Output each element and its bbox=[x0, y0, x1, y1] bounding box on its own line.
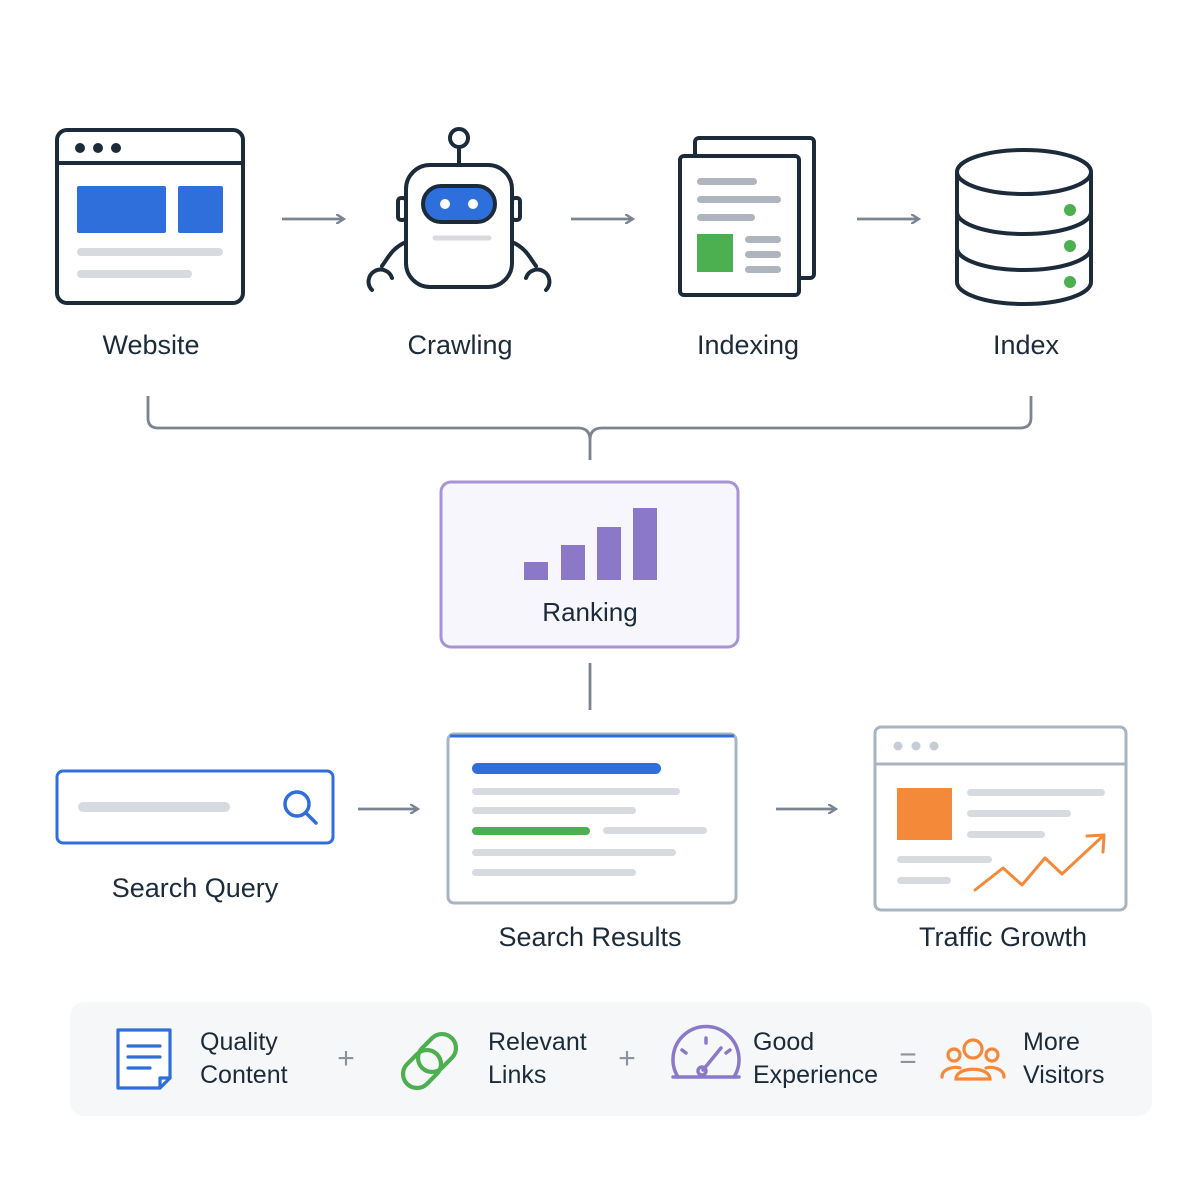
label-ranking: Ranking bbox=[542, 597, 638, 627]
plus-operator-2: + bbox=[618, 1042, 636, 1075]
equals-operator: = bbox=[899, 1042, 917, 1075]
label-crawling: Crawling bbox=[407, 330, 513, 360]
plus-operator-1: + bbox=[337, 1042, 355, 1075]
database-icon bbox=[955, 148, 1093, 306]
label-indexing: Indexing bbox=[696, 330, 800, 360]
document-icon bbox=[116, 1028, 172, 1090]
bar-chart-icon bbox=[524, 508, 657, 580]
label-search-query: Search Query bbox=[111, 873, 279, 903]
bracket-connector bbox=[146, 396, 1033, 460]
factor-more-visitors: More Visitors bbox=[1023, 1028, 1105, 1089]
magnifier-icon bbox=[283, 790, 318, 825]
traffic-window-illustration bbox=[873, 725, 1128, 912]
browser-window-icon bbox=[55, 128, 245, 305]
factor-relevant-links: Relevant Links bbox=[488, 1028, 587, 1089]
factors-bar: Quality Content + Relevant Links + Good … bbox=[70, 1002, 1152, 1116]
trend-up-icon bbox=[973, 833, 1106, 892]
robot-icon bbox=[366, 127, 552, 292]
users-icon bbox=[940, 1038, 1006, 1081]
factor-quality-content: Quality Content bbox=[200, 1028, 288, 1089]
label-website: Website bbox=[102, 330, 200, 360]
ranking-box bbox=[439, 480, 740, 649]
factor-good-experience: Good Experience bbox=[753, 1028, 879, 1089]
label-search-results: Search Results bbox=[498, 922, 682, 952]
gauge-icon bbox=[671, 1024, 741, 1079]
link-icon bbox=[400, 1031, 459, 1091]
search-box-illustration bbox=[55, 769, 335, 845]
documents-icon bbox=[678, 136, 816, 297]
label-traffic-growth: Traffic Growth bbox=[918, 922, 1088, 952]
search-results-illustration bbox=[446, 732, 738, 905]
label-index: Index bbox=[992, 330, 1060, 360]
factors-icons bbox=[116, 1024, 1006, 1091]
